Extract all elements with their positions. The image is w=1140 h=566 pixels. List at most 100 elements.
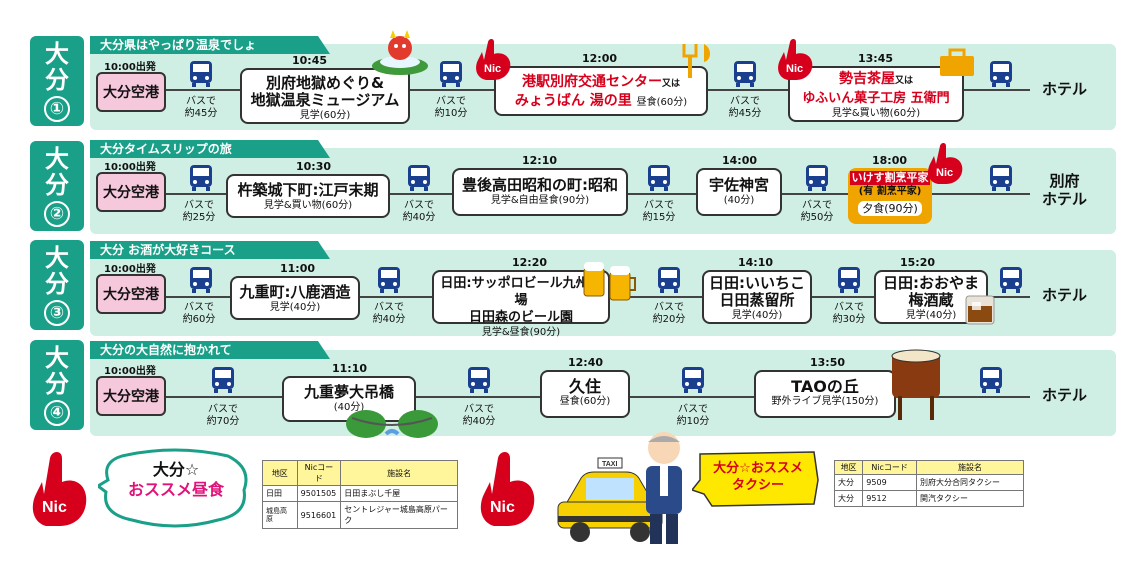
bus-leg-label: バスで約45分 xyxy=(184,96,218,119)
bus-leg-label: バスで約25分 xyxy=(182,200,216,223)
bus-leg-label: バスで約70分 xyxy=(206,404,240,427)
bus-icon xyxy=(1000,267,1022,293)
route-title-3: 大分 お酒が大好きコース xyxy=(90,241,330,259)
start-airport: 大分空港 xyxy=(96,376,166,416)
bus-icon xyxy=(990,165,1012,191)
svg-text:Nic: Nic xyxy=(42,499,67,516)
stop-time: 13:45 xyxy=(858,52,894,65)
shopping-bag-icon xyxy=(940,48,974,76)
stop-time: 12:20 xyxy=(512,256,548,269)
nic-hand-icon: Nic xyxy=(476,39,511,80)
stop-time: 18:00 xyxy=(872,154,908,167)
stop-time: 14:00 xyxy=(722,154,758,167)
stop-time: 12:00 xyxy=(582,52,618,65)
nic-hand-icon: Nic xyxy=(928,143,963,184)
bus-leg-label: バスで約10分 xyxy=(676,404,710,427)
stop-kokonoe-bridge: 九重夢大吊橋 (40分) xyxy=(282,376,416,422)
route-tab-2: 大 分 ② xyxy=(30,141,84,231)
bus-icon xyxy=(990,61,1012,87)
taiko-drum-illustration xyxy=(891,349,941,420)
bus-icon xyxy=(658,267,680,293)
lunch-speech-bubble xyxy=(98,448,248,528)
bus-icon xyxy=(734,61,756,87)
stop-tao-no-oka: TAOの丘 野外ライブ見学(150分) xyxy=(754,370,896,418)
end-hotel: 別府ホテル xyxy=(1040,172,1090,208)
nic-hand-icon: Nic xyxy=(778,39,813,80)
departure-time: 10:00出発 xyxy=(104,264,156,275)
stop-time: 14:10 xyxy=(738,256,774,269)
stop-heike: いけす割烹平家 (有 割烹平家) 夕食(90分) xyxy=(848,168,932,224)
stop-time: 10:45 xyxy=(292,54,328,67)
bus-leg-label: バスで約40分 xyxy=(462,404,496,427)
bus-leg-label: バスで約60分 xyxy=(182,302,216,325)
route-tab-3: 大 分 ③ xyxy=(30,240,84,330)
departure-time: 10:00出発 xyxy=(104,62,156,73)
lunch-title: 大分☆ おススメ昼食 xyxy=(127,460,224,499)
stop-time: 12:10 xyxy=(522,154,558,167)
suspension-bridge-illustration xyxy=(346,410,438,438)
nic-hand-icon: Nic xyxy=(480,452,535,526)
departure-time: 10:00出発 xyxy=(104,366,156,377)
bus-leg-label: バスで約45分 xyxy=(728,96,762,119)
start-airport: 大分空港 xyxy=(96,172,166,212)
route-tab-1: 大 分 ① xyxy=(30,36,84,126)
route-title-2: 大分タイムスリップの旅 xyxy=(90,140,330,158)
stop-sapporo-beer: 日田:サッポロビール九州工場 日田森のビール園 見学&昼食(90分) xyxy=(432,270,610,338)
taxi-car-illustration: TAXI xyxy=(557,457,663,542)
tab-char: 分 xyxy=(45,66,69,94)
stop-kitsuki: 杵築城下町:江戸末期 見学&買い物(60分) xyxy=(226,174,390,218)
tab-char: 大 xyxy=(45,40,69,68)
stop-time: 11:00 xyxy=(280,262,316,275)
stop-bungo-takada: 豊後高田昭和の町:昭和 見学&自由昼食(90分) xyxy=(452,168,628,216)
stop-usa-jingu: 宇佐神宮 (40分) xyxy=(696,168,782,216)
bus-icon xyxy=(648,165,670,191)
bus-leg-label: バスで約50分 xyxy=(800,200,834,223)
stop-seikichi-chaya: 勢吉茶屋又は ゆふいん菓子工房 五衛門 見学&買い物(60分) xyxy=(788,66,964,122)
bus-icon xyxy=(682,367,704,393)
bus-icon xyxy=(838,267,860,293)
bus-icon xyxy=(212,367,234,393)
stop-time: 11:10 xyxy=(332,362,368,375)
bus-leg-label: バスで約15分 xyxy=(642,200,676,223)
bus-leg-label: バスで約40分 xyxy=(402,200,436,223)
bus-leg-label: バスで約30分 xyxy=(832,302,866,325)
stop-jigoku-meguri: 別府地獄めぐり& 地獄温泉ミュージアム 見学(60分) xyxy=(240,68,410,124)
tab-number: ① xyxy=(44,96,70,122)
svg-text:Nic: Nic xyxy=(484,63,501,75)
end-hotel: ホテル xyxy=(1040,386,1090,404)
stop-beppu-kotsu-center: 港駅別府交通センター又は みょうばん 湯の里 昼食(60分) xyxy=(494,66,708,116)
bus-leg-label: バスで約20分 xyxy=(652,302,686,325)
whisky-glass-illustration xyxy=(965,295,995,325)
bus-leg-label: バスで約40分 xyxy=(372,302,406,325)
bus-icon xyxy=(468,367,490,393)
stop-kuju: 久住 昼食(60分) xyxy=(540,370,630,418)
bus-icon xyxy=(408,165,430,191)
end-hotel: ホテル xyxy=(1040,286,1090,304)
route-title-1: 大分県はやっぱり温泉でしょ xyxy=(90,36,330,54)
end-hotel: ホテル xyxy=(1040,80,1090,98)
bus-leg-label: バスで約10分 xyxy=(434,96,468,119)
taxi-speech-bubble xyxy=(692,451,819,507)
bus-icon xyxy=(806,165,828,191)
stop-time: 13:50 xyxy=(810,356,846,369)
stop-time: 12:40 xyxy=(568,356,604,369)
svg-text:TAXI: TAXI xyxy=(602,461,617,468)
stop-time: 10:30 xyxy=(296,160,332,173)
taxi-driver-illustration xyxy=(646,432,682,544)
route-title-4: 大分の大自然に抱かれて xyxy=(90,341,330,359)
start-airport: 大分空港 xyxy=(96,72,166,112)
bus-icon xyxy=(440,61,462,87)
bus-icon xyxy=(190,61,212,87)
bus-icon xyxy=(378,267,400,293)
route-tab-4: 大 分 ④ xyxy=(30,340,84,430)
bus-icon xyxy=(190,165,212,191)
bus-icon xyxy=(980,367,1002,393)
stop-time: 15:20 xyxy=(900,256,936,269)
bus-icon xyxy=(190,267,212,293)
